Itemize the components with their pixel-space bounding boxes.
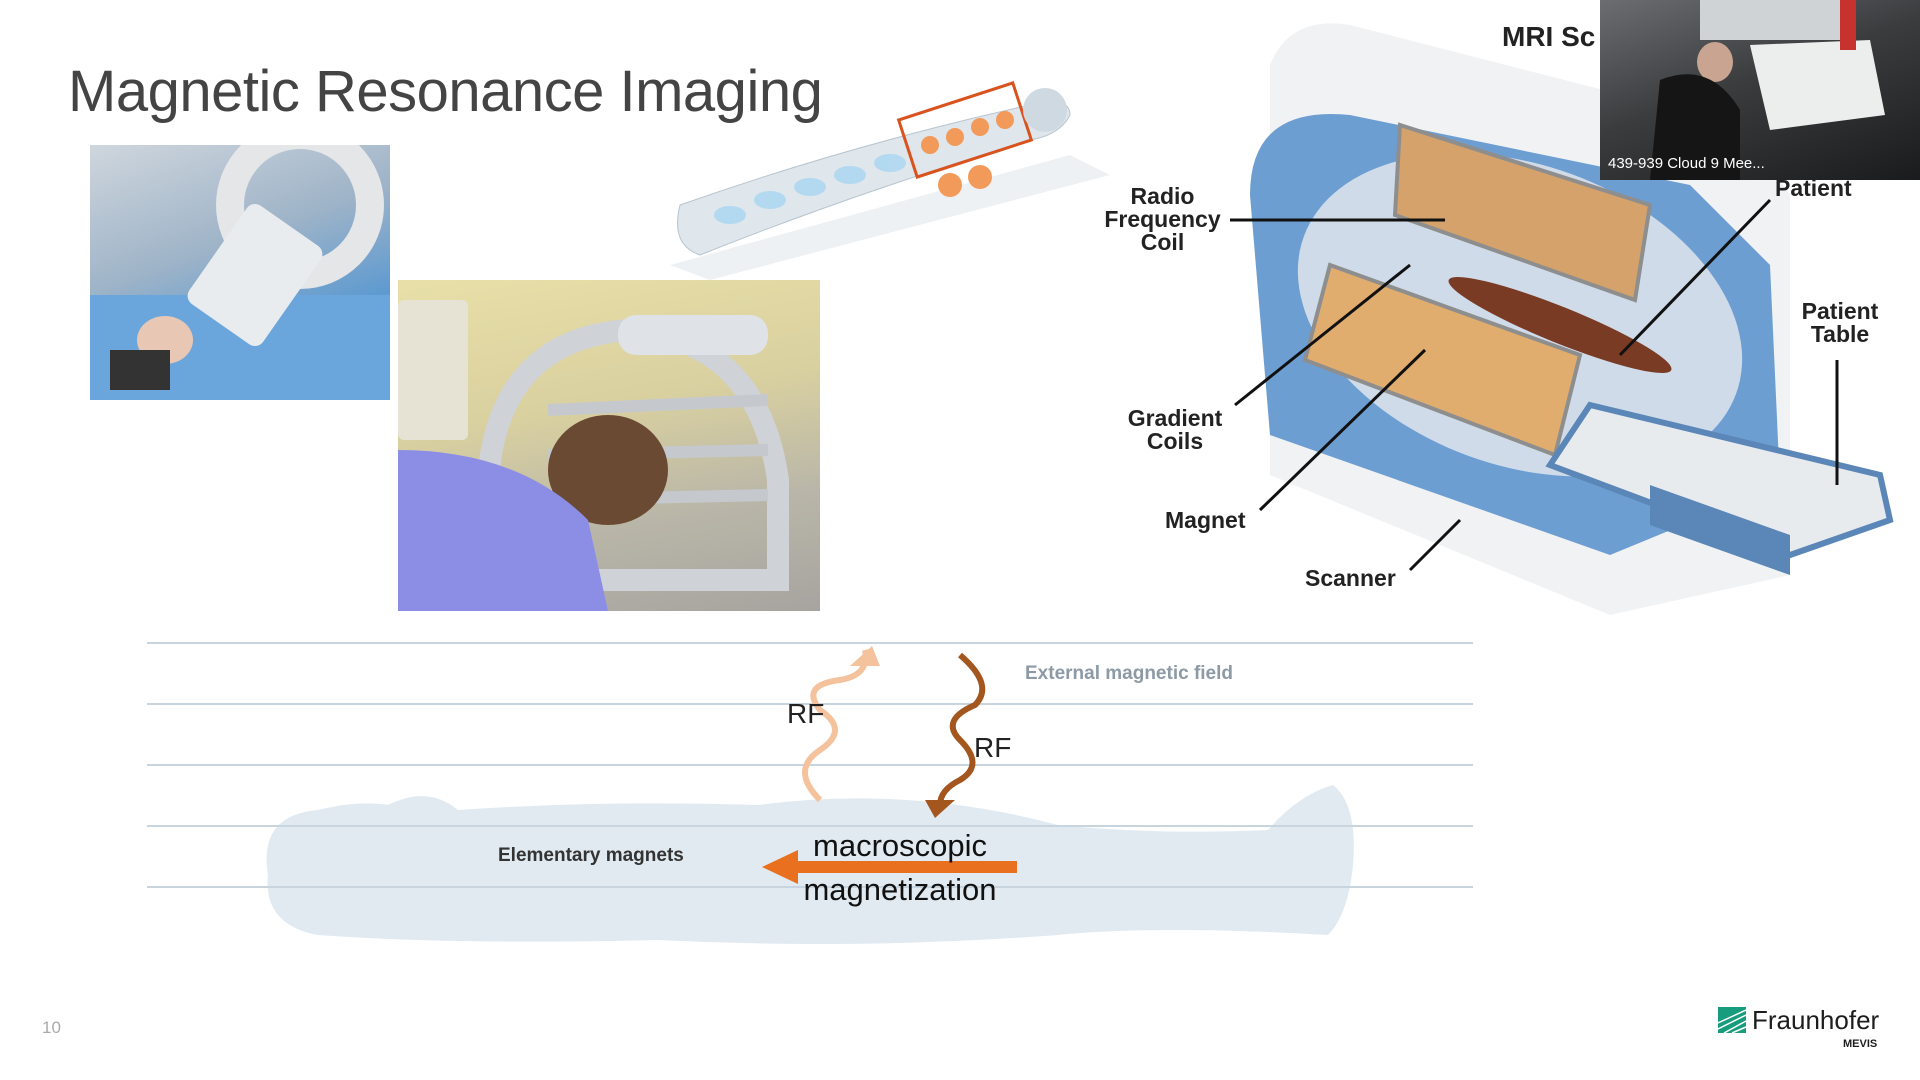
rf-in-arrowhead: [925, 800, 955, 818]
label-rf-coil-line3: Coil: [1140, 229, 1185, 255]
macro-label-line1: macroscopic: [813, 828, 987, 863]
elementary-magnets-label: Elementary magnets: [498, 845, 684, 866]
rf-label-out: RF: [787, 698, 825, 729]
rf-out-wave: [802, 649, 869, 803]
label-patient-table: Patient Table: [1790, 300, 1890, 346]
fraunhofer-logo-mark: [1718, 1007, 1746, 1033]
label-rf-coil: Radio Frequency Coil: [1090, 185, 1235, 254]
page-number: 10: [42, 1018, 61, 1037]
rf-in-wave: [937, 652, 986, 806]
label-gradient-coils: Gradient Coils: [1110, 407, 1240, 453]
label-table-line2: Table: [1810, 321, 1870, 347]
label-rf-coil-line2: Frequency: [1104, 206, 1221, 232]
label-gradient-line1: Gradient: [1127, 405, 1223, 431]
label-table-line1: Patient: [1801, 298, 1879, 324]
head-coil-photo: [398, 280, 820, 611]
diagram-heading: MRI Sc: [1502, 21, 1596, 52]
field-line: [147, 886, 1473, 888]
field-line: [147, 825, 1473, 827]
external-field-label: External magnetic field: [1025, 663, 1234, 684]
rf-label-in: RF: [974, 732, 1012, 763]
label-rf-coil-line1: Radio: [1130, 183, 1195, 209]
slide-title: Magnetic Resonance Imaging: [68, 59, 823, 124]
field-line: [147, 764, 1473, 766]
mri-patient-image: [90, 145, 390, 400]
meeting-video-tile[interactable]: 439-939 Cloud 9 Mee...: [1600, 0, 1920, 180]
magnetization-arrow: [762, 850, 1017, 884]
label-magnet: Magnet: [1165, 507, 1246, 533]
mri-patient-photo: [90, 145, 390, 400]
video-feed: [1650, 0, 1885, 180]
fraunhofer-logo: Fraunhofer MEVIS: [1718, 1005, 1888, 1055]
body-coil-illustration: [650, 65, 1110, 280]
label-gradient-line2: Coils: [1146, 428, 1204, 454]
fraunhofer-logo-text: Fraunhofer: [1752, 1005, 1880, 1035]
head-coil-image: [398, 300, 789, 611]
rf-out-arrowhead: [850, 646, 880, 666]
video-participant-label: 439-939 Cloud 9 Mee...: [1608, 155, 1765, 172]
label-scanner: Scanner: [1305, 565, 1396, 591]
rf-waves: [802, 646, 986, 818]
macro-label-line2: magnetization: [803, 872, 997, 907]
field-line: [147, 703, 1473, 705]
mevis-logo-text: MEVIS: [1843, 1038, 1878, 1050]
field-line: [147, 642, 1473, 644]
label-patient: Patient: [1775, 175, 1852, 201]
